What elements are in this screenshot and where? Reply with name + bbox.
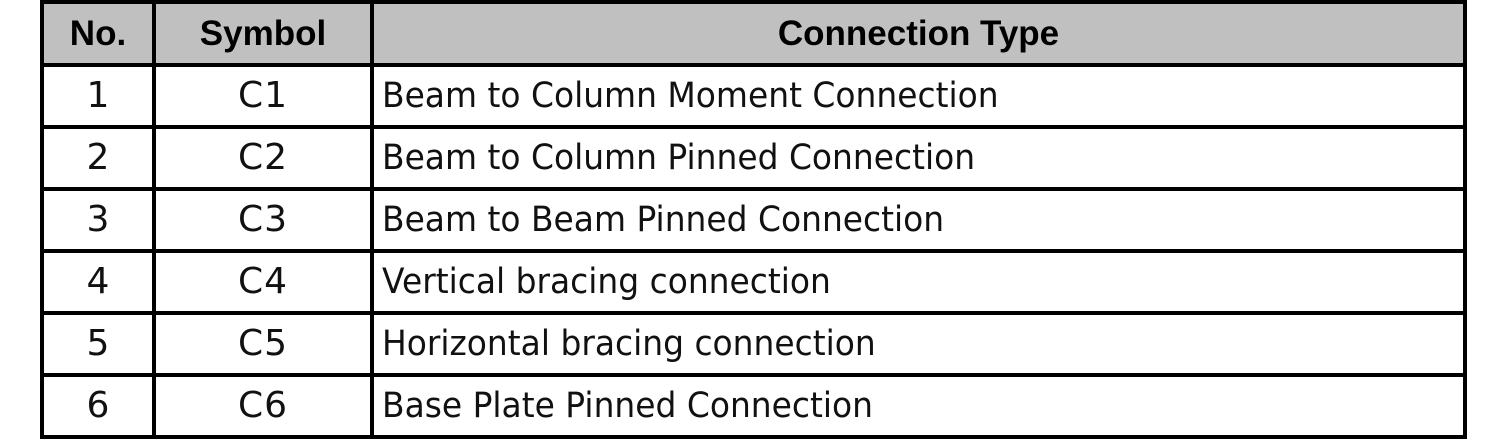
table-row: 5 C5 Horizontal bracing connection [40,311,1467,377]
cell-connection-type: Vertical bracing connection [370,249,1467,315]
cell-connection-type: Base Plate Pinned Connection [370,373,1467,439]
cell-symbol: C5 [152,311,374,377]
cell-connection-type-text: Beam to Column Pinned Connection [382,138,976,178]
table-header: No. Symbol Connection Type [40,0,1467,67]
cell-connection-type: Beam to Beam Pinned Connection [370,187,1467,253]
cell-symbol: C4 [152,249,374,315]
cell-symbol: C1 [152,63,374,129]
cell-connection-type: Beam to Column Moment Connection [370,63,1467,129]
table-row: 6 C6 Base Plate Pinned Connection [40,373,1467,439]
table-row: 2 C2 Beam to Column Pinned Connection [40,125,1467,191]
cell-connection-type-text: Beam to Column Moment Connection [382,76,999,116]
cell-no: 3 [40,187,156,253]
cell-connection-type: Beam to Column Pinned Connection [370,125,1467,191]
cell-no: 6 [40,373,156,439]
table-body: 1 C1 Beam to Column Moment Connection 2 … [40,63,1467,439]
column-header-no: No. [40,0,156,67]
cell-symbol: C6 [152,373,374,439]
cell-symbol: C2 [152,125,374,191]
cell-symbol: C3 [152,187,374,253]
cell-connection-type-text: Beam to Beam Pinned Connection [382,200,945,240]
cell-no: 5 [40,311,156,377]
table-row: 3 C3 Beam to Beam Pinned Connection [40,187,1467,253]
cell-connection-type: Horizontal bracing connection [370,311,1467,377]
cell-no: 2 [40,125,156,191]
column-header-symbol: Symbol [152,0,374,67]
cell-no: 1 [40,63,156,129]
connection-type-table: No. Symbol Connection Type 1 C1 Beam to … [40,0,1467,439]
cell-connection-type-text: Base Plate Pinned Connection [382,386,874,426]
column-header-connection-type: Connection Type [370,0,1467,67]
cell-no: 4 [40,249,156,315]
table-row: 1 C1 Beam to Column Moment Connection [40,63,1467,129]
header-row: No. Symbol Connection Type [40,0,1467,67]
cell-connection-type-text: Horizontal bracing connection [382,324,876,364]
cell-connection-type-text: Vertical bracing connection [382,262,831,302]
table-row: 4 C4 Vertical bracing connection [40,249,1467,315]
